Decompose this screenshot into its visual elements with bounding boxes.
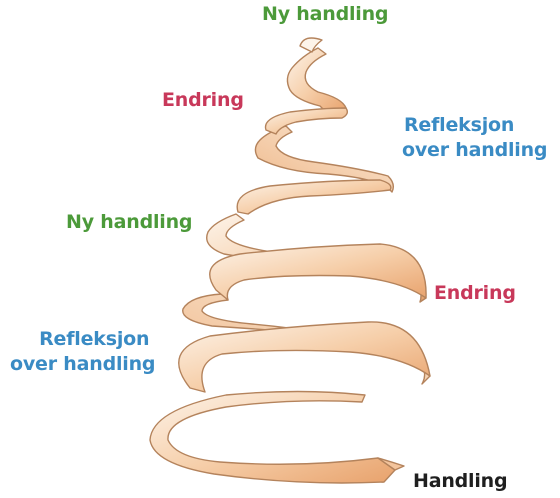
label-middle-new-action: Ny handling	[66, 211, 193, 233]
label-upper-reflection: Refleksjon over handling	[402, 113, 548, 163]
spiral-coil-5	[286, 47, 347, 115]
label-upper-change: Endring	[162, 89, 244, 111]
spiral-coil-1	[149, 390, 396, 484]
label-upper-reflection-line1: Refleksjon	[404, 114, 515, 136]
spiral-front-sweep-1	[178, 321, 431, 393]
label-lower-reflection-line1: Refleksjon	[39, 328, 150, 350]
label-lower-change: Endring	[434, 282, 516, 304]
label-upper-reflection-line2: over handling	[402, 139, 548, 161]
label-lower-reflection: Refleksjon over handling	[10, 327, 156, 377]
label-bottom-action: Handling	[413, 470, 508, 492]
spiral-front-sweep-3	[236, 179, 392, 215]
spiral-bottom-tail	[377, 457, 405, 471]
spiral-coil-4	[254, 125, 395, 193]
label-lower-reflection-line2: over handling	[10, 353, 156, 375]
spiral-front-sweep-4	[264, 107, 349, 135]
spiral-front-sweep-2	[209, 243, 427, 301]
spiral-top-tip	[299, 37, 323, 53]
label-top-new-action: Ny handling	[262, 3, 389, 25]
